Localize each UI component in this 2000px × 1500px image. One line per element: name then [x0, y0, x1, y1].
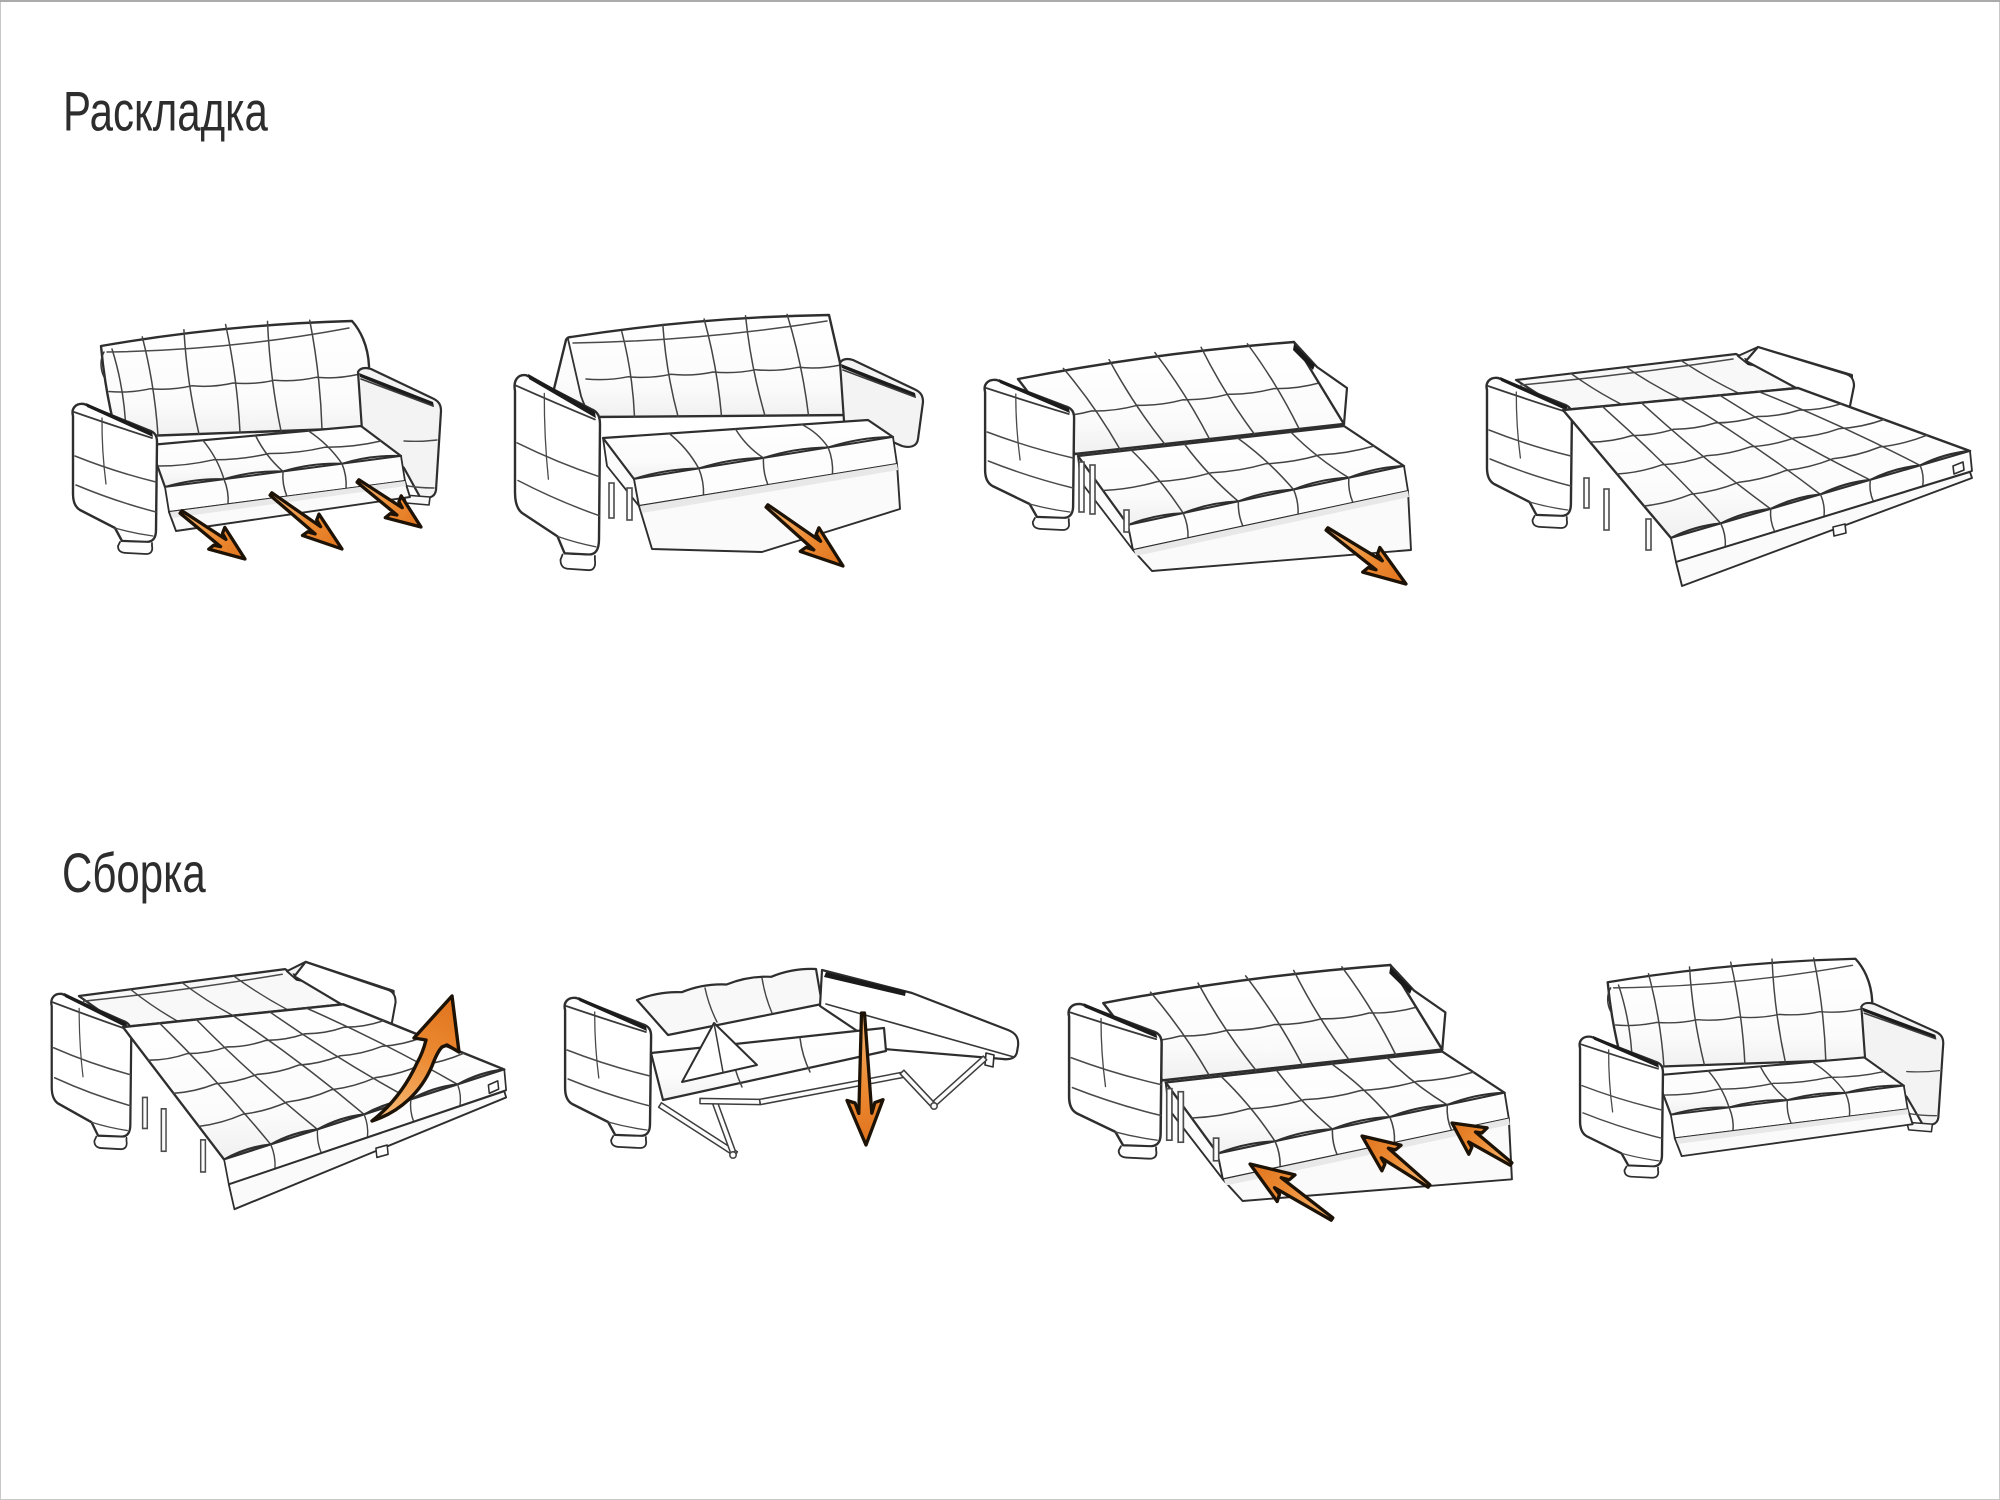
- svg-text:Раскладка: Раскладка: [63, 81, 268, 143]
- svg-text:Сборка: Сборка: [62, 842, 206, 904]
